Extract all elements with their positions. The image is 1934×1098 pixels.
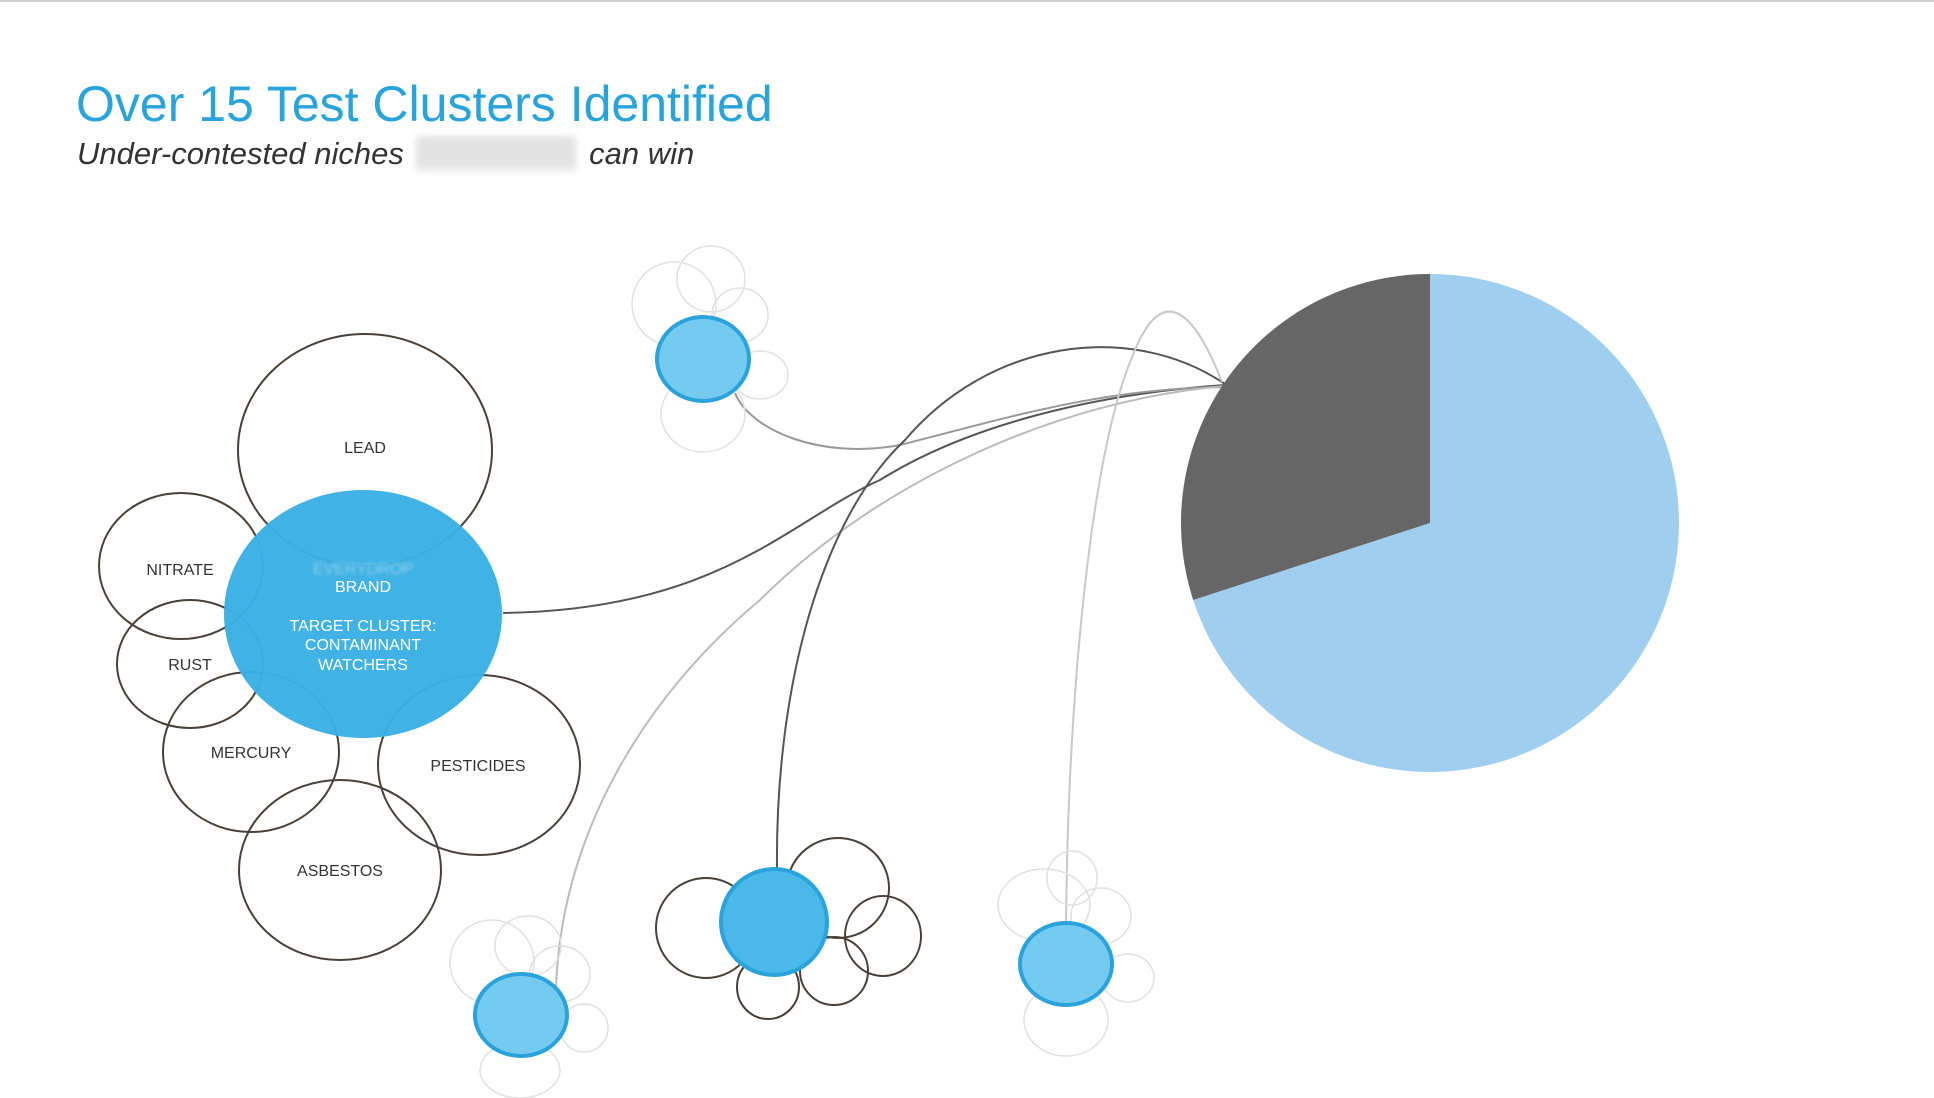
target-cluster-name-line-1: CONTAMINANT: [305, 637, 421, 654]
cluster-bottom-left: [449, 915, 609, 1098]
connector-main-cluster: [502, 384, 1226, 614]
connector-bottom-right-cluster: [1065, 310, 1223, 926]
target-cluster-core: [224, 490, 502, 738]
subtitle-start: Under-contested niches: [77, 136, 404, 171]
cluster-core-circle: [719, 867, 829, 977]
pie-chart: [1181, 273, 1679, 772]
page-title: Over 15 Test Clusters Identified: [76, 76, 773, 132]
top-rule: [0, 0, 1934, 2]
target-cluster-heading: TARGET CLUSTER:: [290, 618, 437, 635]
cluster-ring: [799, 936, 869, 1006]
cluster-core-circle: [473, 972, 569, 1058]
cluster-core-circle: [655, 315, 751, 403]
connector-top-cluster: [734, 386, 1226, 450]
niche-label-pesticides: PESTICIDES: [430, 758, 525, 775]
target-brand-name: EVERYDROP: [313, 561, 413, 578]
target-cluster-name-line-2: WATCHERS: [318, 657, 408, 674]
niche-label-asbestos: ASBESTOS: [297, 863, 383, 880]
niche-label-nitrate: NITRATE: [146, 562, 213, 579]
niche-label-lead: LEAD: [344, 440, 386, 457]
redacted-brand-name: [416, 136, 577, 170]
cluster-ring: [844, 895, 922, 977]
target-cluster: LEAD NITRATE RUST MERCURY PESTICIDES ASB…: [98, 333, 581, 961]
subtitle-end: can win: [589, 136, 695, 171]
faint-ring: [676, 245, 746, 313]
cluster-top: [631, 245, 789, 453]
faint-ring: [1046, 850, 1098, 906]
niche-label-rust: RUST: [168, 657, 212, 674]
niche-label-mercury: MERCURY: [211, 745, 292, 762]
connector-left-bottom-cluster: [555, 385, 1226, 991]
pie-slice-0: [1193, 274, 1679, 772]
cluster-bottom-right: [997, 850, 1155, 1057]
connectors: [502, 310, 1226, 991]
page-subtitle: Under-contested niches can win: [77, 134, 694, 174]
cluster-bottom-middle: [655, 837, 922, 1020]
connector-bottom-mid-cluster: [775, 346, 1226, 871]
target-brand-label: BRAND: [335, 579, 391, 596]
cluster-core-circle: [1018, 921, 1114, 1007]
niche-circle-asbestos: [238, 779, 442, 961]
pie-slice-1: [1181, 273, 1430, 600]
faint-ring: [494, 915, 562, 977]
